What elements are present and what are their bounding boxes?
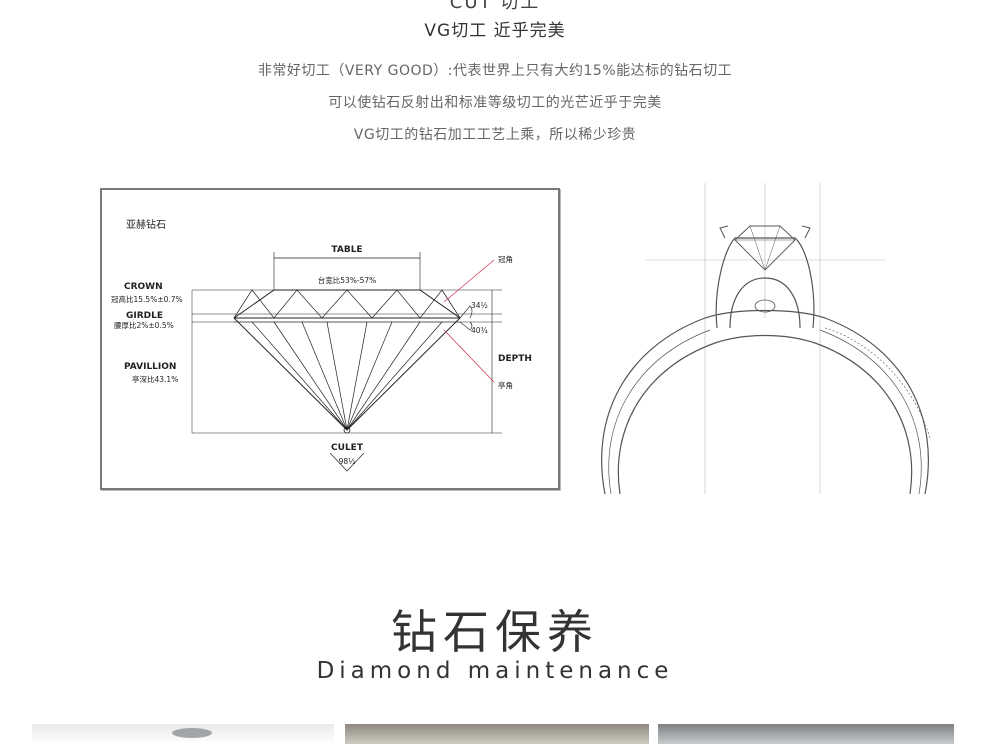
description-line-2: 可以使钻石反射出和标准等级切工的光芒近乎于完美 xyxy=(328,95,662,111)
girdle-label: GIRDLE xyxy=(126,311,163,321)
diamond-outline xyxy=(233,289,461,434)
diamond-diagram-svg: 亚赫钻石 TABLE 台宽比53%-57% CROWN 冠高比15.5%±0.7… xyxy=(111,218,532,472)
diagram-brand: 亚赫钻石 xyxy=(126,218,166,231)
crown-angle-label: 冠角 xyxy=(498,254,513,264)
maintenance-photo-3 xyxy=(658,724,954,744)
pavilion-angle-label: 亭角 xyxy=(498,380,513,390)
pavillion-label: PAVILLION xyxy=(124,362,176,372)
section-title-cut: CUT 切工 xyxy=(449,0,541,13)
ring-sketch-illustration xyxy=(601,183,931,495)
culet-angle: 98½ xyxy=(339,457,356,466)
maintenance-photo-2 xyxy=(345,724,649,744)
photo-detail xyxy=(172,728,212,738)
maintenance-title-en: Diamond maintenance xyxy=(316,658,674,684)
culet-label: CULET xyxy=(331,443,364,453)
crown-angle-value: 34½ xyxy=(471,301,488,310)
pavilion-angle-value: 40¾ xyxy=(471,326,489,335)
description-line-1: 非常好切工（VERY GOOD）:代表世界上只有大约15%能达标的钻石切工 xyxy=(257,63,733,79)
table-label: TABLE xyxy=(331,245,362,255)
diamond-proportion-diagram: 亚赫钻石 TABLE 台宽比53%-57% CROWN 冠高比15.5%±0.7… xyxy=(100,188,560,490)
vg-cut-title: VG切工 近乎完美 xyxy=(424,21,566,41)
crown-label: CROWN xyxy=(124,282,163,292)
maintenance-photo-1 xyxy=(32,724,334,744)
pavillion-ratio: 亭深比43.1% xyxy=(132,374,178,384)
depth-label: DEPTH xyxy=(498,354,532,364)
table-ratio: 台宽比53%-57% xyxy=(318,275,377,285)
maintenance-title-cn: 钻石保养 xyxy=(391,605,599,659)
girdle-ratio: 腰厚比2%±0.5% xyxy=(114,320,174,330)
crown-ratio: 冠高比15.5%±0.7% xyxy=(111,294,183,304)
description-line-3: VG切工的钻石加工工艺上乘，所以稀少珍贵 xyxy=(353,127,637,143)
